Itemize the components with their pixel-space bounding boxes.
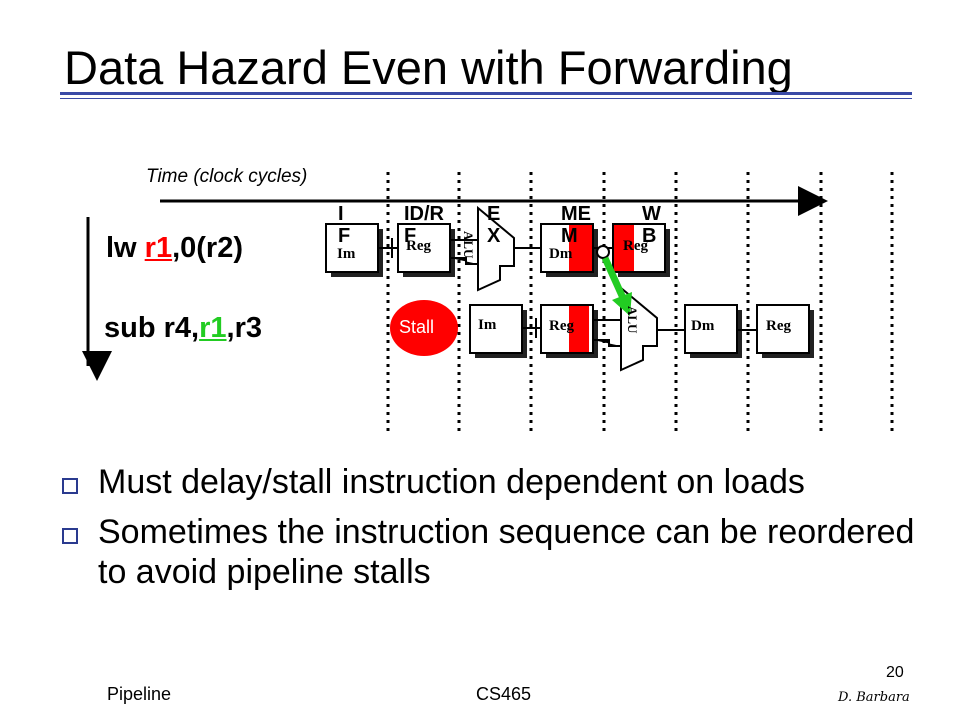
footer-left: Pipeline [107, 684, 172, 704]
title-underline [60, 92, 912, 95]
stage-label-mem: ME M [561, 203, 591, 247]
lw-dm-label: Dm [549, 246, 573, 262]
sub-pipeline [390, 285, 814, 372]
forwarding-arrow [596, 245, 632, 316]
lw-wb-reg-label: Reg [623, 238, 648, 254]
sub-alu-label: ALU [625, 306, 640, 334]
sub-wb-reg-label: Reg [766, 318, 791, 334]
bullet-text: Must delay/stall instruction dependent o… [98, 463, 805, 501]
page-number: 20 [886, 664, 904, 681]
author-signature: D. Barbara [838, 690, 910, 705]
lw-operands: ,0(r2) [172, 232, 244, 264]
stall-bubble [390, 300, 458, 356]
slide-title: Data Hazard Even with Forwarding [64, 41, 793, 94]
lw-opcode: lw [106, 232, 145, 264]
bullet-text: Sometimes the instruction sequence can b… [98, 513, 915, 591]
clock-cycle-dividers [386, 172, 894, 432]
lw-im-box [325, 223, 379, 273]
bullet-item: Must delay/stall instruction dependent o… [62, 462, 922, 502]
footer-center: CS465 [476, 684, 532, 704]
lw-alu-shape [477, 205, 515, 292]
lw-alu-label: ALU [461, 231, 476, 259]
bullet-square-icon [62, 478, 78, 494]
instruction-lw: lw r1,0(r2) [106, 232, 243, 265]
bullet-square-icon [62, 528, 78, 544]
stage-label-id: ID/R F [404, 203, 444, 247]
bullet-list: Must delay/stall instruction dependent o… [62, 462, 922, 602]
sub-wb-reg-box [756, 304, 810, 354]
stage-label-wb: W B [642, 203, 661, 247]
sub-im-label: Im [478, 317, 497, 333]
lw-reg-box [397, 223, 451, 273]
sub-opcode: sub r4, [104, 312, 200, 344]
sub-im-box [469, 304, 523, 354]
lw-pipeline [325, 205, 670, 292]
sub-reg-label: Reg [549, 318, 574, 334]
sub-source-register: r1 [199, 312, 227, 344]
stall-label: Stall [399, 317, 435, 337]
title-underline-thin [60, 98, 912, 99]
stage-label-ex: E X [487, 203, 501, 247]
lw-im-label: Im [337, 246, 356, 262]
lw-dest-register: r1 [144, 232, 173, 264]
bullet-item: Sometimes the instruction sequence can b… [62, 512, 922, 592]
instruction-sub: sub r4,r1,r3 [104, 312, 262, 345]
time-axis-label: Time (clock cycles) [146, 166, 308, 187]
stage-label-if: I F [338, 203, 351, 247]
sub-operands: ,r3 [226, 312, 262, 344]
sub-dm-label: Dm [691, 318, 715, 334]
lw-reg-label: Reg [406, 238, 431, 254]
